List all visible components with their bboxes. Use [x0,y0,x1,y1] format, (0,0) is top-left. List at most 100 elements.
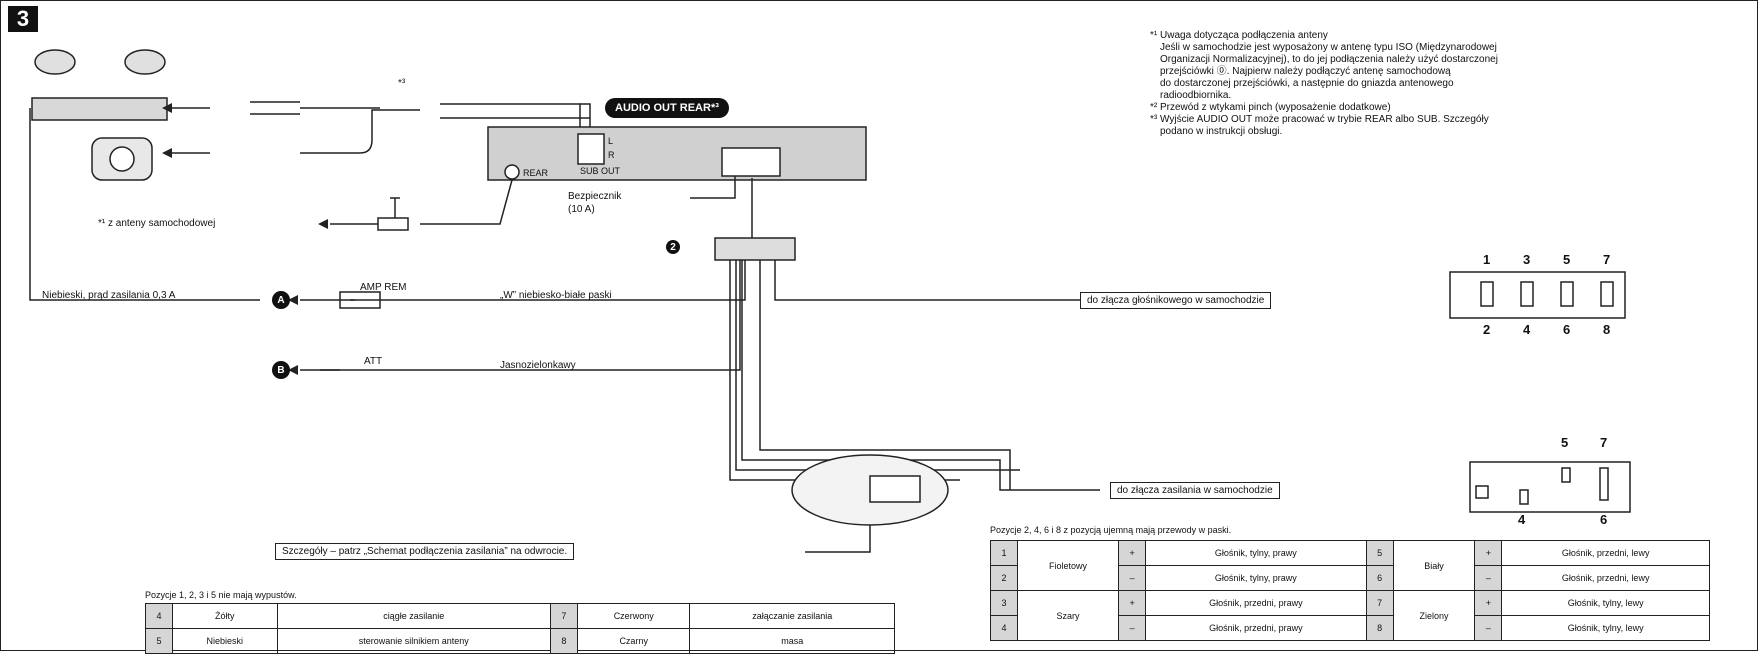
right-table-caption: Pozycje 2, 4, 6 i 8 z pozycją ujemną maj… [990,525,1232,535]
sub-out-label: SUB OUT [580,166,621,176]
note-line: *¹ Uwaga dotycząca podłączenia anteny [1150,30,1328,41]
note-line: podano w instrukcji obsługi. [1160,126,1283,137]
table-cell: Czarny [576,628,691,654]
table-cell: – [1474,615,1503,641]
circle-b-marker: B [272,361,290,379]
antenna-label: *¹ z anteny samochodowej [98,218,216,229]
pin-1: 1 [1483,252,1491,267]
fuse-rating-label: (10 A) [568,204,595,215]
speaker-left-icon [34,49,76,75]
table-cell: Szary [1016,590,1120,641]
note-line: Jeśli w samochodzie jest wyposażony w an… [1160,42,1497,53]
table-cell: sterowanie silnikiem anteny [276,628,551,654]
rear-label: REAR [523,168,549,178]
pin-4: 4 [1523,322,1531,337]
table-cell: masa [689,628,895,654]
table-cell: 4 [990,615,1018,641]
fuse-label: Bezpiecznik [568,191,622,202]
table-cell: Biały [1392,540,1476,591]
table-cell: 1 [990,540,1018,566]
table-cell: Głośnik, przedni, prawy [1145,590,1367,616]
table-cell: + [1474,540,1503,566]
table-cell: 8 [549,628,578,654]
details-note: Szczegóły – patrz „Schemat podłączenia z… [275,543,575,560]
note-line: Organizacji Normalizacyjnej), to do jej … [1160,54,1498,65]
harness-connector-icon [714,237,796,261]
amplifier-icon [31,97,168,121]
table-row: 4 – Głośnik, przedni, prawy 8 – Głośnik,… [990,615,1710,641]
table-row: 4 Żółty ciągłe zasilanie 7 Czerwony załą… [145,603,895,629]
table-cell: – [1118,565,1147,591]
table-cell: 3 [990,590,1018,616]
table-cell: Zielony [1392,590,1476,641]
table-cell: 7 [549,603,578,629]
table-cell: załączanie zasilania [689,603,895,629]
antenna-jack-icon [504,164,520,180]
power-pin-4: 4 [1518,512,1526,527]
power-connector-label: do złącza zasilania w samochodzie [1110,482,1280,499]
table-row: 5 Niebieski sterowanie silnikiem anteny … [145,628,895,654]
table-cell: Głośnik, przedni, lewy [1501,540,1710,566]
left-table-caption: Pozycje 1, 2, 3 i 5 nie mają wypustów. [145,590,297,600]
power-pin-7: 7 [1600,435,1608,450]
pin-8: 8 [1603,322,1611,337]
footnotes: *¹ Uwaga dotycząca podłączenia anteny Je… [1150,30,1670,138]
note-line: przejściówki ⓪. Najpierw należy podłączy… [1160,66,1451,77]
note-line: do dostarczonej przejściówki, a następni… [1160,78,1454,89]
light-green-label: Jasnozielonkawy [500,360,576,371]
table-cell: Głośnik, tylny, prawy [1145,540,1367,566]
table-row: 3 Szary + Głośnik, przedni, prawy 7 Ziel… [990,590,1710,641]
table-cell: Głośnik, tylny, lewy [1501,615,1710,641]
table-cell: Czerwony [576,603,691,629]
table-cell: 6 [1365,565,1394,591]
speaker-connector-icon [1449,271,1626,319]
table-cell: Żółty [172,603,278,629]
star3-label: *³ [398,78,406,89]
table-row: 1 Fioletowy + Głośnik, tylny, prawy 5 Bi… [990,540,1710,591]
head-unit-icon [487,126,867,181]
note-line: radioodbiornika. [1160,90,1232,101]
power-connector-icon [1469,461,1631,513]
audio-out-label: AUDIO OUT REAR*³ [605,98,729,118]
step-number-badge: 3 [8,6,38,32]
table-cell: + [1118,590,1147,616]
circle-a-marker: A [272,291,290,309]
table-cell: 5 [1365,540,1394,566]
note-line: *³ Wyjście AUDIO OUT może pracować w try… [1150,114,1489,125]
left-channel-label: L [608,136,614,146]
table-cell: 4 [145,603,173,629]
pin-7: 7 [1603,252,1611,267]
amp-rem-label: AMP REM [360,282,407,293]
table-cell: Głośnik, tylny, lewy [1501,590,1710,616]
table-cell: 5 [145,628,173,654]
pin-3: 3 [1523,252,1531,267]
table-cell: Głośnik, przedni, prawy [1145,615,1367,641]
table-cell: 8 [1365,615,1394,641]
table-cell: ciągłe zasilanie [276,603,551,629]
circle-2-marker: 2 [666,240,680,254]
table-cell: Głośnik, przedni, lewy [1501,565,1710,591]
table-cell: Fioletowy [1016,540,1120,591]
power-pin-6: 6 [1600,512,1608,527]
speaker-connector-label: do złącza głośnikowego w samochodzie [1080,292,1272,309]
speaker-wire-table: 1 Fioletowy + Głośnik, tylny, prawy 5 Bi… [990,540,1710,641]
table-cell: Głośnik, tylny, prawy [1145,565,1367,591]
table-cell: – [1474,565,1503,591]
table-cell: Niebieski [172,628,278,654]
speaker-right-icon [124,49,166,75]
pin-6: 6 [1563,322,1571,337]
table-cell: – [1118,615,1147,641]
power-pin-5: 5 [1561,435,1569,450]
table-cell: + [1118,540,1147,566]
note-line: *² Przewód z wtykami pinch (wyposażenie … [1150,102,1391,113]
att-label: ATT [364,356,383,367]
table-cell: + [1474,590,1503,616]
pin-5: 5 [1563,252,1571,267]
table-cell: 7 [1365,590,1394,616]
right-channel-label: R [608,150,615,160]
blue-wire-label: Niebieski, prąd zasilania 0,3 A [42,290,176,301]
table-cell: 2 [990,565,1018,591]
blue-white-label: „W” niebiesko-białe paski [500,290,612,301]
power-wire-table: 4 Żółty ciągłe zasilanie 7 Czerwony załą… [145,603,895,654]
